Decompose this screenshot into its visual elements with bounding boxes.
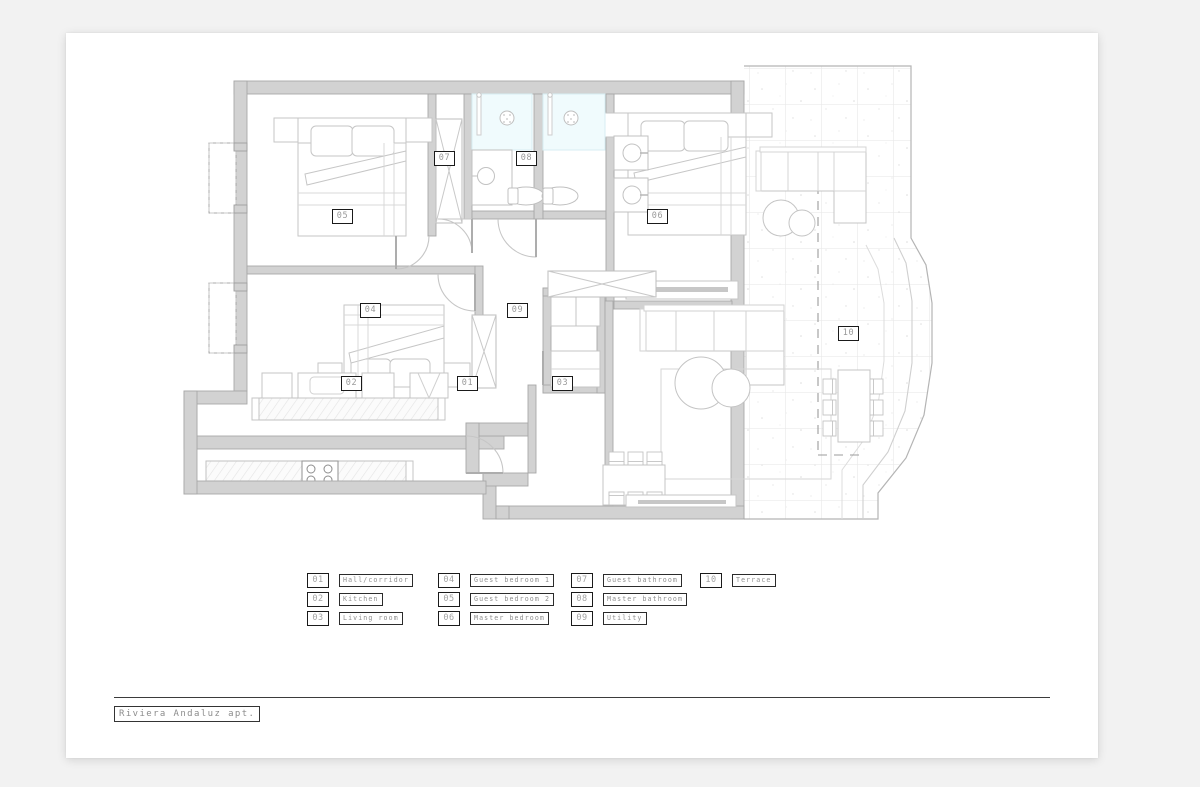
windows — [208, 142, 248, 354]
legend-number-01: 01 — [307, 573, 329, 588]
living-sill — [625, 494, 737, 508]
legend-number-02: 02 — [307, 592, 329, 607]
drawing-title: Riviera Andaluz apt. — [114, 706, 261, 722]
room-tag-09[interactable]: 09 — [507, 303, 528, 318]
legend-item-05[interactable]: 05 Guest bedroom 2 — [438, 592, 555, 610]
living-03-furniture — [602, 304, 832, 506]
legend-column-1: 01 Hall/corridor 02 Kitchen 03 Living room — [307, 573, 413, 630]
legend-number-03: 03 — [307, 611, 329, 626]
floor-plan-drawing — [66, 33, 1098, 758]
legend-item-01[interactable]: 01 Hall/corridor — [307, 573, 413, 591]
room-tag-05[interactable]: 05 — [332, 209, 353, 224]
room-tag-01[interactable]: 01 — [457, 376, 478, 391]
room-tag-10[interactable]: 10 — [838, 326, 859, 341]
utility-09-fixtures — [550, 295, 601, 388]
title-rule — [114, 697, 1050, 698]
legend-item-06[interactable]: 06 Master bedroom — [438, 611, 554, 629]
room-tag-08[interactable]: 08 — [516, 151, 537, 166]
bathroom-08-fixtures — [541, 92, 649, 213]
legend-item-04[interactable]: 04 Guest bedroom 1 — [438, 573, 555, 591]
room-tag-06[interactable]: 06 — [647, 209, 668, 224]
legend-label-05: Guest bedroom 2 — [470, 593, 555, 606]
closet-hall — [547, 270, 657, 298]
legend-label-02: Kitchen — [339, 593, 383, 606]
legend-number-08: 08 — [571, 592, 593, 607]
room-tag-04[interactable]: 04 — [360, 303, 381, 318]
legend-number-06: 06 — [438, 611, 460, 626]
room-tag-07[interactable]: 07 — [434, 151, 455, 166]
legend-number-05: 05 — [438, 592, 460, 607]
legend-column-4: 10 Terrace — [700, 573, 776, 592]
legend-item-09[interactable]: 09 Utility — [571, 611, 687, 629]
legend-label-03: Living room — [339, 612, 403, 625]
bathroom-07-fixtures — [471, 92, 545, 206]
kitchen-02-units — [205, 397, 446, 488]
legend-column-2: 04 Guest bedroom 1 05 Guest bedroom 2 06 Ma… — [438, 573, 555, 630]
legend-label-08: Master bathroom — [603, 593, 688, 606]
legend-number-07: 07 — [571, 573, 593, 588]
legend-item-07[interactable]: 07 Guest bathroom — [571, 573, 687, 591]
legend-item-10[interactable]: 10 Terrace — [700, 573, 776, 591]
room-tag-02[interactable]: 02 — [341, 376, 362, 391]
wardrobe-04 — [471, 314, 497, 389]
legend-label-07: Guest bathroom — [603, 574, 682, 587]
room-tag-03[interactable]: 03 — [552, 376, 573, 391]
legend-number-04: 04 — [438, 573, 460, 588]
doors — [395, 218, 544, 474]
legend-label-09: Utility — [603, 612, 647, 625]
legend-number-10: 10 — [700, 573, 722, 588]
legend-label-01: Hall/corridor — [339, 574, 413, 587]
wardrobe-05 — [435, 118, 463, 224]
terrace-furniture — [755, 146, 884, 443]
legend-column-3: 07 Guest bathroom 08 Master bathroom 09 Uti… — [571, 573, 688, 630]
legend-label-04: Guest bedroom 1 — [470, 574, 555, 587]
legend-item-03[interactable]: 03 Living room — [307, 611, 413, 629]
legend-item-08[interactable]: 08 Master bathroom — [571, 592, 688, 610]
legend-item-02[interactable]: 02 Kitchen — [307, 592, 413, 610]
legend-number-09: 09 — [571, 611, 593, 626]
legend-label-06: Master bedroom — [470, 612, 549, 625]
legend-label-10: Terrace — [732, 574, 776, 587]
